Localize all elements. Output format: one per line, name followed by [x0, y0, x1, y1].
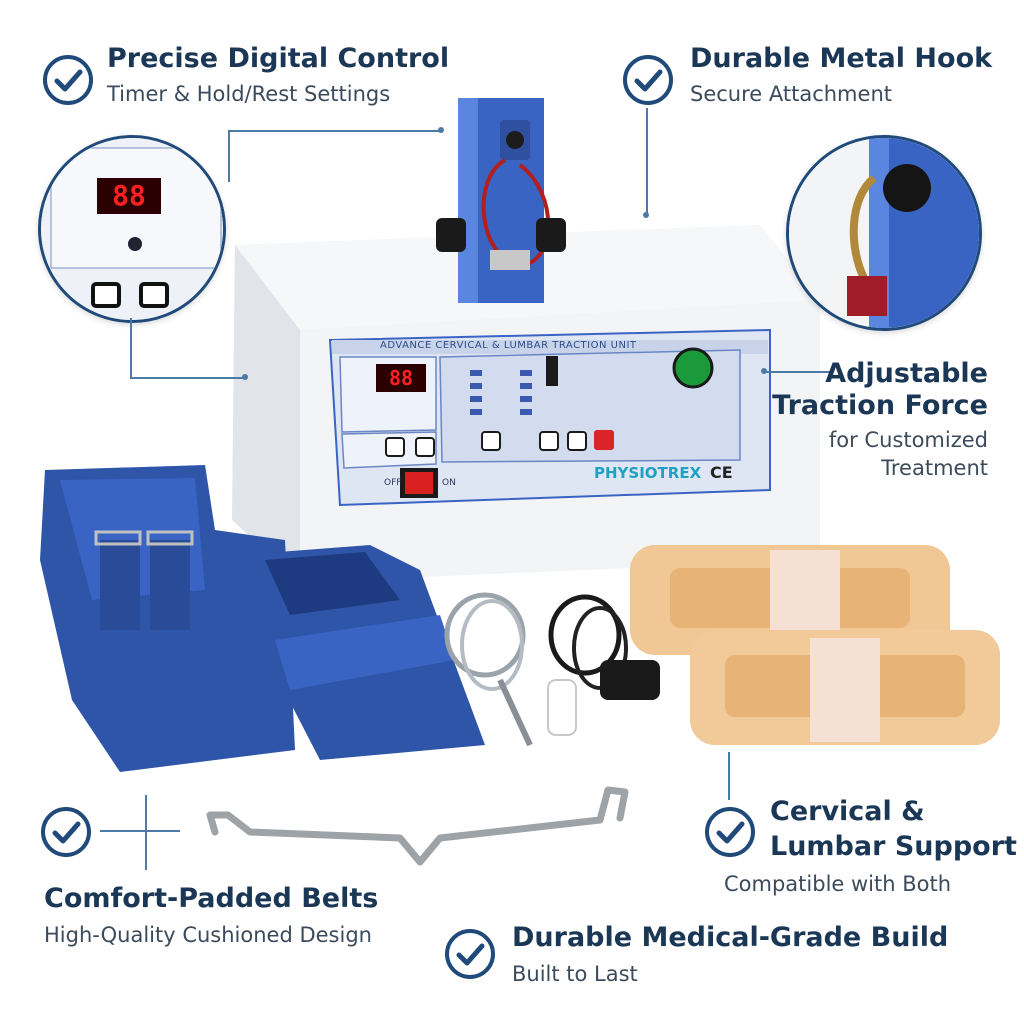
feature-subtitle-line2: Treatment: [881, 456, 988, 480]
check-circle-icon: [705, 807, 755, 857]
check-circle-icon: [623, 55, 673, 105]
connector-dot: [761, 368, 767, 374]
feature-durable-metal-hook: Durable Metal Hook Secure Attachment: [690, 43, 992, 108]
check-circle-icon: [41, 807, 91, 857]
feature-title: Precise Digital Control: [107, 43, 450, 74]
feature-subtitle: Compatible with Both: [724, 872, 952, 896]
feature-title-line2: Traction Force: [772, 390, 988, 421]
ce-mark: CE: [710, 463, 733, 482]
control-panel-zoom: 88: [38, 135, 226, 323]
feature-cervical-lumbar-support: Cervical & Lumbar Support: [770, 796, 1017, 863]
check-circle-icon: [445, 929, 495, 979]
brand-logo: PHYSIOTREX: [594, 464, 702, 482]
connector-line: [228, 130, 230, 182]
right-knob: [536, 218, 566, 252]
hook-zoom-art: [789, 138, 979, 328]
connector-line: [130, 318, 132, 378]
hook-zoom: [786, 135, 982, 331]
metal-hook-bar: [206, 786, 629, 866]
power-off-label: OFF: [384, 478, 402, 488]
feature-title-line1: Cervical &: [770, 796, 925, 827]
feature-durable-medical-grade-build: Durable Medical-Grade Build Built to Las…: [512, 922, 948, 988]
panel-title: ADVANCE CERVICAL & LUMBAR TRACTION UNIT: [380, 340, 637, 351]
connector-line: [646, 108, 648, 214]
connector-line: [764, 371, 830, 373]
feature-title-line2: Lumbar Support: [770, 831, 1017, 862]
feature-title: Durable Metal Hook: [690, 43, 993, 74]
connector-line: [145, 795, 147, 870]
control-panel-zoom-art: [41, 138, 223, 320]
cervical-pads: [630, 545, 1000, 745]
traction-unit: [232, 98, 820, 582]
timer-display: 88: [376, 364, 426, 392]
padded-belts: [40, 465, 485, 772]
feature-adjustable-traction-force: Adjustable Traction Force for Customized…: [772, 358, 988, 482]
feature-subtitle: Built to Last: [512, 962, 638, 986]
force-knob: [672, 347, 714, 389]
connector-line: [228, 130, 442, 132]
connector-line: [100, 830, 180, 832]
feature-title-line1: Adjustable: [825, 358, 988, 389]
feature-title: Comfort-Padded Belts: [44, 883, 379, 914]
left-knob: [436, 218, 466, 252]
feature-subtitle: High-Quality Cushioned Design: [44, 923, 372, 947]
feature-subtitle-line1: for Customized: [828, 428, 988, 452]
feature-comfort-padded-belts: Comfort-Padded Belts High-Quality Cushio…: [44, 883, 378, 949]
feature-title: Durable Medical-Grade Build: [512, 922, 949, 953]
connector-dot: [643, 212, 649, 218]
connector-line: [728, 752, 730, 800]
zoom-timer-display: 88: [97, 178, 161, 214]
connector-dot: [438, 127, 444, 133]
power-on-label: ON: [442, 478, 456, 488]
connector-dot: [242, 374, 248, 380]
check-circle-icon: [43, 55, 93, 105]
connector-line: [130, 377, 244, 379]
feature-cervical-lumbar-subtitle: Compatible with Both: [724, 870, 951, 898]
feature-precise-digital-control: Precise Digital Control Timer & Hold/Res…: [107, 43, 449, 108]
feature-subtitle: Timer & Hold/Rest Settings: [107, 82, 391, 106]
cables: [444, 592, 660, 747]
feature-subtitle: Secure Attachment: [690, 82, 892, 106]
